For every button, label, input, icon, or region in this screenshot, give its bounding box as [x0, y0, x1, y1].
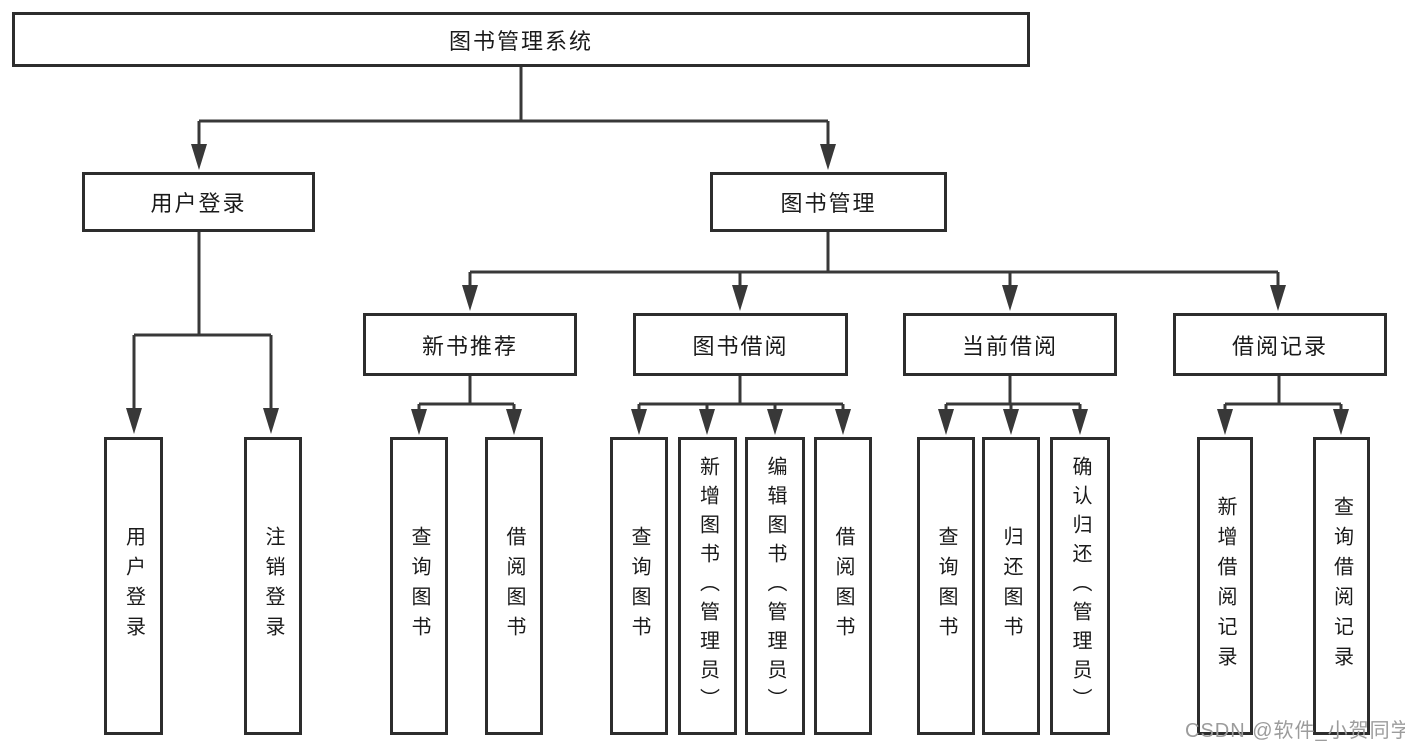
leaf-query-books-recommend: 查询图书 [390, 437, 448, 735]
arrowheads [126, 144, 1349, 435]
node-label: 新书推荐 [421, 333, 518, 359]
node-label: 查询图书 [935, 526, 957, 646]
node-label: 查询图书 [628, 526, 650, 646]
connector-new-book-rec-children [417, 376, 516, 411]
node-label: 确认归还（管理员） [1069, 455, 1091, 717]
node-label: 用户登录 [122, 526, 145, 646]
leaf-borrow-books-borrowing: 借阅图书 [814, 437, 872, 735]
csdn-watermark: CSDN @软件_小贺同学 [1185, 720, 1405, 742]
node-label: 图书管理 [780, 191, 877, 216]
node-label: 归还图书 [1000, 526, 1022, 646]
node-label: 用户登录 [150, 191, 247, 216]
connector-book-borrow-children [637, 376, 845, 411]
node-current-borrowing: 当前借阅 [903, 313, 1117, 376]
leaf-add-borrow-record: 新增借阅记录 [1197, 437, 1253, 735]
node-label: 当前借阅 [961, 333, 1058, 359]
node-label: 借阅图书 [503, 526, 525, 646]
leaf-query-books-current: 查询图书 [917, 437, 975, 735]
leaf-borrow-books-recommend: 借阅图书 [485, 437, 543, 735]
connector-book-mgmt-children [468, 232, 1280, 287]
node-label: 借阅图书 [832, 526, 854, 646]
node-label: 查询图书 [408, 526, 430, 646]
node-label: 编辑图书（管理员） [764, 455, 786, 717]
connector-user-login-children [132, 232, 273, 410]
node-label: 借阅记录 [1231, 333, 1328, 359]
leaf-return-books: 归还图书 [982, 437, 1040, 735]
node-label: 图书管理系统 [448, 28, 593, 54]
node-label: 新增借阅记录 [1214, 496, 1236, 676]
node-borrow-records: 借阅记录 [1173, 313, 1387, 376]
node-label: 注销登录 [262, 526, 284, 646]
leaf-logout: 注销登录 [244, 437, 302, 735]
node-book-borrowing: 图书借阅 [633, 313, 848, 376]
leaf-edit-books-admin: 编辑图书（管理员） [745, 437, 805, 735]
leaf-user-login: 用户登录 [104, 437, 163, 735]
leaf-query-borrow-record: 查询借阅记录 [1313, 437, 1370, 735]
node-book-management: 图书管理 [710, 172, 947, 232]
node-book-management-system: 图书管理系统 [12, 12, 1030, 67]
node-label: 查询借阅记录 [1330, 496, 1353, 676]
connector-root-to-level2 [197, 67, 830, 146]
leaf-confirm-return-admin: 确认归还（管理员） [1050, 437, 1110, 735]
node-user-login: 用户登录 [82, 172, 315, 232]
leaf-add-books-admin: 新增图书（管理员） [678, 437, 737, 735]
connector-borrow-record-children [1223, 376, 1343, 411]
connector-current-borrow-children [944, 376, 1082, 411]
node-new-book-recommend: 新书推荐 [363, 313, 577, 376]
leaf-query-books-borrowing: 查询图书 [610, 437, 668, 735]
node-label: 新增图书（管理员） [696, 455, 719, 717]
node-label: 图书借阅 [692, 333, 789, 359]
